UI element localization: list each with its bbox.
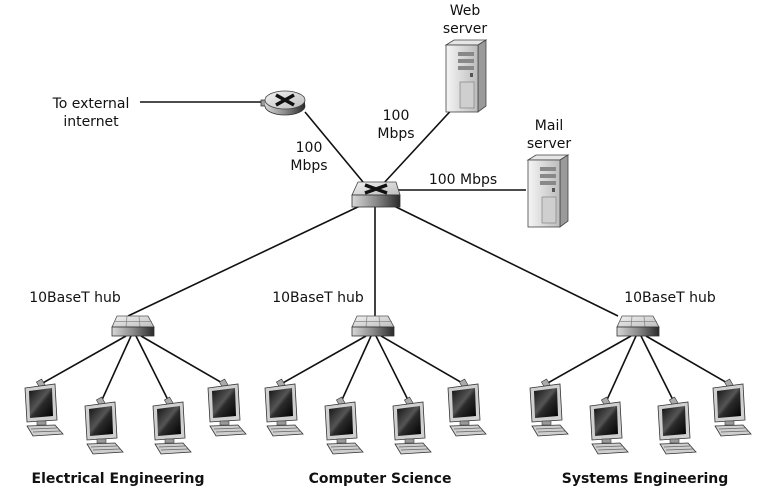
web-server[interactable] xyxy=(444,39,488,113)
link-hub-host xyxy=(340,335,372,403)
link-hub-host xyxy=(135,335,170,403)
keyboard-icon xyxy=(659,442,697,455)
host-computer[interactable] xyxy=(207,378,247,437)
keyboard-icon xyxy=(154,442,192,455)
host-computer[interactable] xyxy=(712,378,752,437)
host-computer[interactable] xyxy=(589,396,629,455)
hub-label-se: 10BaseT hub xyxy=(624,290,716,306)
web-server-label-line2: server xyxy=(443,21,488,37)
link-hub-host xyxy=(545,335,632,385)
mail-server-label-line2: server xyxy=(527,136,572,152)
router-x-icon xyxy=(275,93,295,107)
hub-label-cs: 10BaseT hub xyxy=(272,290,364,306)
host-computer[interactable] xyxy=(24,378,64,437)
keyboard-icon xyxy=(326,442,364,455)
link-hub-host xyxy=(40,335,127,385)
link-switch-hub-ee xyxy=(127,204,363,317)
router[interactable] xyxy=(260,90,306,116)
uplink-speed-line2: Mbps xyxy=(290,158,327,174)
external-label-line1: To external xyxy=(52,96,130,112)
keyboard-icon xyxy=(26,424,64,437)
mail-server[interactable] xyxy=(526,154,570,228)
host-computer[interactable] xyxy=(529,378,569,437)
host-computer[interactable] xyxy=(447,378,487,437)
link-hub-host xyxy=(645,335,730,385)
link-hub-host xyxy=(375,335,410,403)
hub-label-ee: 10BaseT hub xyxy=(29,290,121,306)
host-computer[interactable] xyxy=(152,396,192,455)
link-hub-host xyxy=(640,335,675,403)
hub[interactable] xyxy=(111,315,155,337)
hub[interactable] xyxy=(616,315,660,337)
uplink-speed-line1: 100 xyxy=(296,140,323,156)
keyboard-icon xyxy=(266,424,304,437)
host-links xyxy=(40,335,730,403)
mail-link-speed: 100 Mbps xyxy=(429,172,497,188)
link-switch-hub-se xyxy=(391,204,619,317)
host-computer[interactable] xyxy=(264,378,304,437)
core-switch[interactable] xyxy=(351,181,401,208)
link-hub-host xyxy=(140,335,225,385)
department-label-ee: Electrical Engineering xyxy=(32,471,205,487)
keyboard-icon xyxy=(591,442,629,455)
keyboard-icon xyxy=(449,424,487,437)
keyboard-icon xyxy=(86,442,124,455)
links xyxy=(127,101,619,317)
web-server-label-line1: Web xyxy=(450,3,481,19)
external-label-line2: internet xyxy=(63,114,119,130)
keyboard-icon xyxy=(394,442,432,455)
host-computer[interactable] xyxy=(657,396,697,455)
web-link-speed-line1: 100 xyxy=(383,108,410,124)
host-computer[interactable] xyxy=(324,396,364,455)
keyboard-icon xyxy=(531,424,569,437)
host-computer[interactable] xyxy=(392,396,432,455)
link-hub-host xyxy=(380,335,465,385)
link-hub-host xyxy=(100,335,132,403)
keyboard-icon xyxy=(714,424,752,437)
keyboard-icon xyxy=(209,424,247,437)
link-switch-webserver xyxy=(382,103,458,185)
web-link-speed-line2: Mbps xyxy=(377,126,414,142)
link-hub-host xyxy=(605,335,637,403)
switch-x-icon xyxy=(364,183,388,195)
mail-server-label-line1: Mail xyxy=(535,118,563,134)
link-hub-host xyxy=(280,335,367,385)
department-label-cs: Computer Science xyxy=(309,471,452,487)
department-label-se: Systems Engineering xyxy=(562,471,729,487)
host-computer[interactable] xyxy=(84,396,124,455)
link-router-switch xyxy=(304,111,369,189)
hub[interactable] xyxy=(351,315,395,337)
